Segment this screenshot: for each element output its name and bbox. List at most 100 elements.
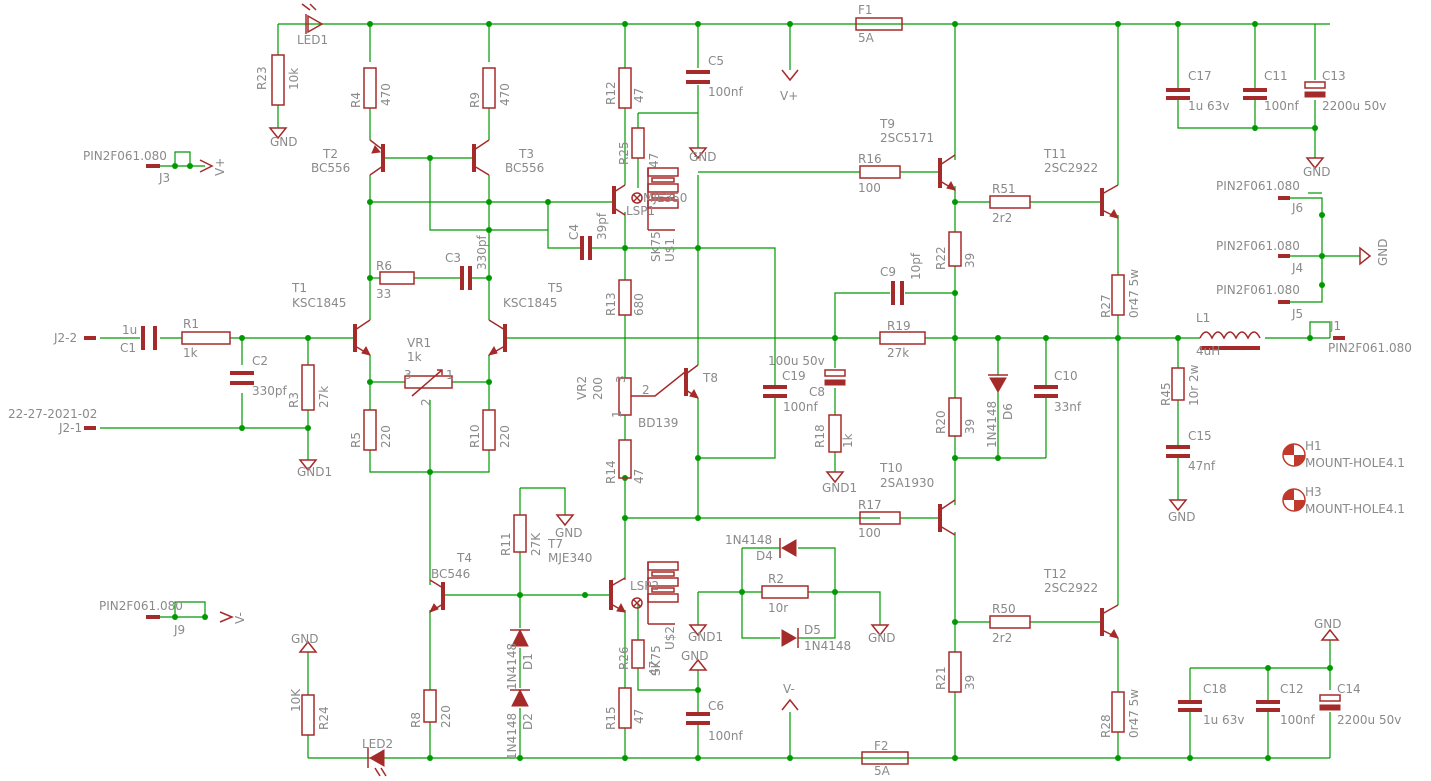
c15-name: C15 — [1188, 429, 1212, 443]
r4-value: 470 — [379, 83, 393, 106]
r3-body — [301, 364, 315, 411]
t10-name: T10 — [879, 461, 903, 475]
c5-name: C5 — [708, 54, 724, 68]
r51-value: 2r2 — [992, 211, 1012, 225]
r12-body — [618, 67, 632, 109]
r16-name: R16 — [858, 152, 882, 166]
j2-2-label: J2-2 — [53, 331, 77, 345]
r18-name: R18 — [813, 424, 827, 448]
d1-name: D1 — [521, 653, 535, 670]
d2-symbol — [510, 688, 530, 707]
c13-value: 2200u 50v — [1322, 99, 1386, 113]
c5-value: 100nf — [708, 85, 744, 99]
u2-label: U$2 — [663, 626, 677, 650]
d4-symbol — [779, 538, 797, 558]
r8-body — [423, 689, 437, 723]
d6-name: D6 — [1001, 403, 1015, 420]
vminus-label: V- — [233, 612, 247, 624]
heatsink-2 — [647, 561, 679, 625]
r19-body — [879, 331, 926, 345]
gnd-symbol — [1168, 499, 1188, 512]
r20-value: 39 — [963, 419, 977, 434]
r2-value: 10r — [768, 601, 788, 615]
t4-value: BC546 — [431, 567, 470, 581]
gnd-label: GND — [1314, 617, 1342, 631]
t7-name: T7 — [547, 537, 563, 551]
gnd-up-symbol — [298, 640, 318, 653]
r17-body — [859, 511, 901, 525]
gnd-up-symbol — [1320, 628, 1340, 641]
heatsink-1 — [647, 167, 679, 231]
r26-value: 47 — [647, 661, 661, 676]
t7-value: MJE340 — [548, 551, 592, 565]
d2-name: D2 — [521, 713, 535, 730]
r23-value: 10k — [287, 68, 301, 90]
t8-value: BD139 — [638, 416, 678, 430]
sk75-label-2: SK75 — [649, 645, 663, 676]
led1-symbol — [301, 3, 324, 34]
t1-value: KSC1845 — [292, 296, 346, 310]
d5-name: D5 — [804, 623, 821, 637]
r17-value: 100 — [858, 526, 881, 540]
c14-plate — [1319, 694, 1341, 702]
r6-name: R6 — [376, 259, 392, 273]
r25-body — [631, 127, 645, 159]
r6-body — [379, 271, 415, 285]
gnd-label: GND — [1303, 165, 1331, 179]
vplus-label: V+ — [213, 158, 227, 176]
r5-body — [363, 409, 377, 451]
c18-value: 1u 63v — [1203, 713, 1244, 727]
r23-name: R23 — [255, 66, 269, 90]
l1-name: L1 — [1196, 311, 1210, 325]
c3-name: C3 — [445, 251, 461, 265]
r26-body — [631, 639, 645, 669]
gnd-symbol — [555, 514, 575, 527]
t9-value: 2SC5171 — [880, 131, 934, 145]
led2-label: LED2 — [362, 737, 393, 751]
gnd-label: GND — [868, 631, 896, 645]
r24-body — [301, 694, 315, 736]
j3-label: J3 — [158, 171, 170, 185]
t12-name: T12 — [1043, 567, 1067, 581]
r26-name: R26 — [617, 646, 631, 670]
h1-label: H1 — [1305, 439, 1322, 453]
gnd-symbol — [825, 471, 845, 484]
t9-name: T9 — [879, 117, 895, 131]
t1-name: T1 — [291, 281, 307, 295]
vminus-label: V- — [783, 682, 795, 696]
r21-name: R21 — [934, 666, 948, 690]
t8-symbol — [684, 364, 699, 399]
d2-value: 1N4148 — [505, 713, 519, 760]
c4-name: C4 — [567, 224, 581, 240]
c12-value: 100nf — [1280, 713, 1316, 727]
r19-name: R19 — [887, 319, 911, 333]
c19-name: C19 — [782, 369, 806, 383]
f1-value: 5A — [858, 31, 875, 45]
l1-coil — [1199, 331, 1261, 340]
t3-name: T3 — [518, 147, 534, 161]
r8-value: 220 — [439, 705, 453, 728]
pin-label-j6: PIN2F061.080 — [1216, 179, 1300, 193]
gnd-symbol — [688, 624, 708, 637]
r11-name: R11 — [499, 532, 513, 556]
t5-value: KSC1845 — [503, 296, 557, 310]
r12-name: R12 — [604, 81, 618, 105]
r45-name: R45 — [1159, 382, 1173, 406]
r10-name: R10 — [468, 424, 482, 448]
r1-value: 1k — [183, 346, 198, 360]
sk75-label-1: SK75 — [649, 231, 663, 262]
mount-label-h1: MOUNT-HOLE4.1 — [1305, 456, 1405, 470]
gnd-label: GND — [555, 526, 583, 540]
gnd-symbol — [268, 127, 288, 140]
r9-name: R9 — [468, 92, 482, 108]
r16-value: 100 — [858, 181, 881, 195]
c1-name: C1 — [120, 341, 136, 355]
r21-value: 39 — [963, 675, 977, 690]
c9-name: C9 — [880, 265, 896, 279]
t11-name: T11 — [1043, 147, 1067, 161]
j2-1-label: J2-1 — [58, 421, 82, 435]
r24-value: 10K — [289, 688, 303, 712]
u1-label: U$1 — [663, 238, 677, 262]
pin-label-j1: PIN2F061.080 — [1328, 341, 1412, 355]
d4-value: 1N4148 — [725, 533, 772, 547]
